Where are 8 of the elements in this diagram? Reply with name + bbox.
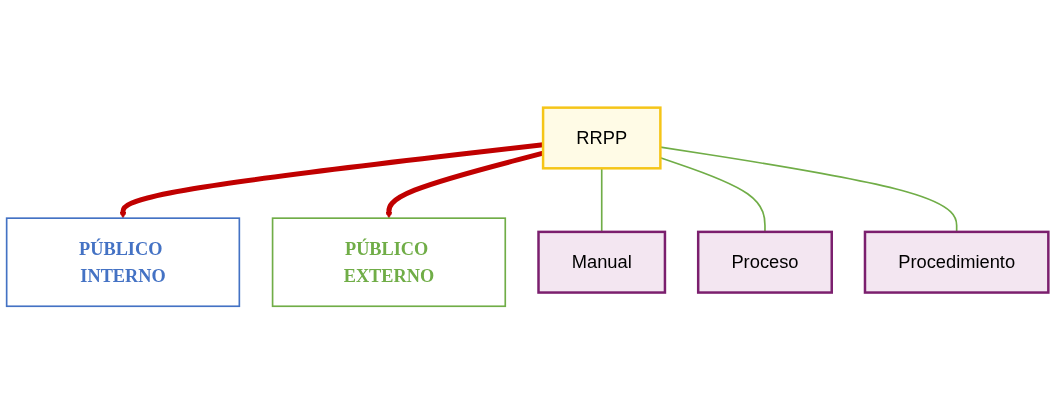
node-box: Procedimiento: [863, 230, 1050, 294]
node-box: RRPP: [541, 105, 662, 170]
arrow: [385, 150, 544, 219]
node-box: Proceso: [696, 230, 833, 294]
node-box: PÚBLICO EXTERNO: [271, 216, 507, 307]
node-box: PÚBLICO INTERNO: [5, 216, 241, 307]
arrow: [119, 141, 544, 219]
node-box: Manual: [537, 230, 667, 294]
